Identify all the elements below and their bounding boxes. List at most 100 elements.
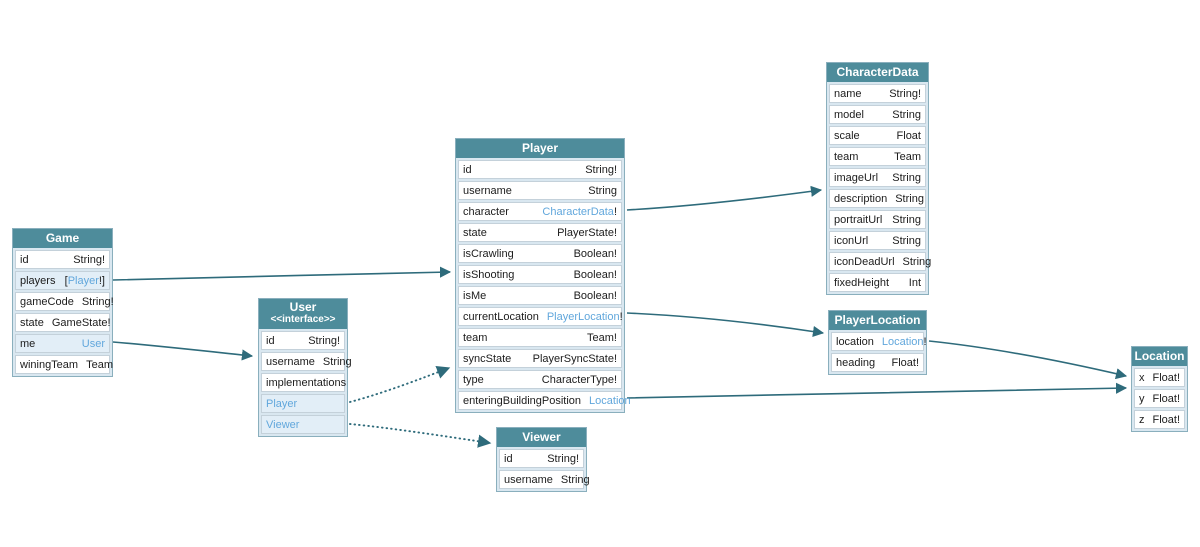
field-type: Location [589,395,631,407]
field-type: User [82,338,105,350]
type-link-PlayerLocation[interactable]: PlayerLocation [546,310,620,323]
field-row-scale[interactable]: scale Float [829,126,926,145]
field-row-isMe[interactable]: isMe Boolean! [458,286,622,305]
field-name: type [463,373,484,386]
field-row-implementations[interactable]: implementations [261,373,347,392]
field-name: id [20,253,29,266]
field-row-portraitUrl[interactable]: portraitUrl String [829,210,926,229]
field-name: isMe [463,289,487,302]
field-type: PlayerLocation! [546,310,623,323]
type-header-game[interactable]: Game [13,229,112,248]
edge-Player.currentLocation-to-PlayerLocation [626,312,825,338]
field-name: isShooting [463,268,515,281]
field-type: PlayerState! [557,226,617,239]
field-type: String [902,255,932,268]
field-type: Int [908,276,921,289]
field-type: Boolean! [573,289,617,302]
field-row-username[interactable]: username String [458,181,622,200]
field-type: String [588,184,617,197]
field-type: String! [889,87,921,100]
field-row-Player[interactable]: Player [261,394,345,413]
field-row-username[interactable]: username String [499,470,590,489]
type-link-Player[interactable]: Player [67,274,99,287]
field-name: y [1139,392,1145,405]
field-type: String [892,234,921,247]
field-type: String [892,213,921,226]
type-header-viewer[interactable]: Viewer [497,428,586,447]
edge-Player.character-to-CharacterData [626,185,823,211]
field-name: username [504,473,553,486]
field-name: character [463,205,509,218]
field-type: Location! [881,335,927,348]
type-header-user[interactable]: User<<interface>> [259,299,347,329]
field-row-Viewer[interactable]: Viewer [261,415,345,434]
field-name: portraitUrl [834,213,883,226]
implementation-link-Player[interactable]: Player [266,397,298,410]
field-row-location[interactable]: location Location! [831,332,927,351]
implementation-link-Viewer[interactable]: Viewer [266,418,300,431]
type-link-CharacterData[interactable]: CharacterData [542,205,614,218]
field-name: team [834,150,859,163]
type-header-player[interactable]: Player [456,139,624,158]
field-name: x [1139,371,1145,384]
field-name: location [836,335,874,348]
type-link-Location[interactable]: Location [881,335,924,348]
field-type: String! [585,163,617,176]
field-row-id[interactable]: id String! [458,160,622,179]
field-name: id [266,334,275,347]
field-row-me[interactable]: me User [15,334,110,353]
field-type: [Player!] [64,274,105,287]
field-name: syncState [463,352,512,365]
field-type: String [322,355,352,368]
type-link-User[interactable]: User [81,337,105,350]
field-type: CharacterType! [541,373,617,386]
field-name: implementations [266,376,347,389]
type-header-location[interactable]: Location [1132,347,1187,366]
field-name: id [463,163,472,176]
field-row-players[interactable]: players[Player!] [15,271,110,290]
field-name: id [504,452,513,465]
edge-Game.players-to-Player [112,266,452,281]
field-name: me [20,337,36,350]
type-header-playerlocation[interactable]: PlayerLocation [829,311,926,330]
field-type: Float [896,129,921,142]
field-type: GameState! [51,316,111,329]
type-header-characterdata[interactable]: CharacterData [827,63,928,82]
field-type: String [560,473,590,486]
field-row-type[interactable]: type CharacterType! [458,370,622,389]
type-link-Location[interactable]: Location [589,394,631,407]
field-name: username [463,184,512,197]
field-name: scale [834,129,860,142]
